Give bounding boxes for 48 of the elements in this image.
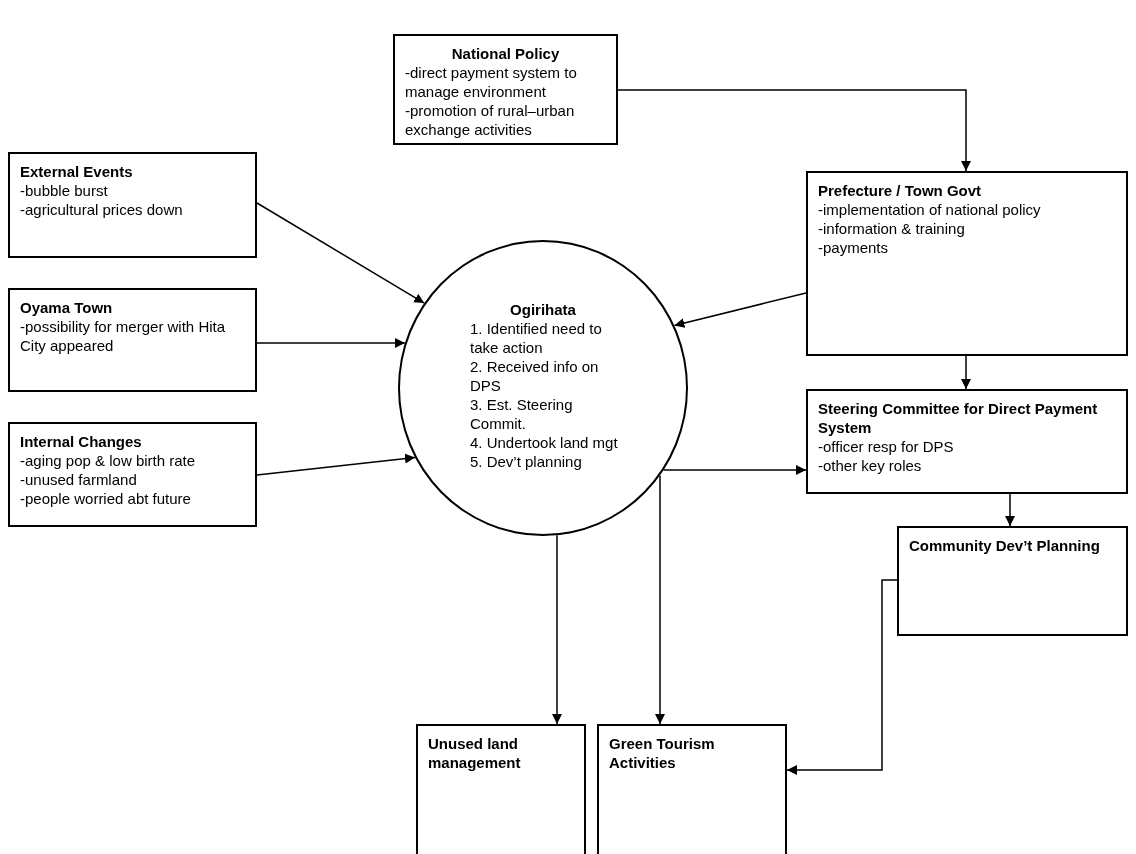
node-text: 3. Est. Steering Commit. — [470, 395, 574, 433]
node-text: -agricultural prices down — [20, 200, 184, 219]
arrow — [786, 579, 898, 775]
arrow — [552, 534, 562, 725]
process-box — [8, 288, 257, 392]
arrow — [617, 89, 971, 172]
node-heading: Green Tourism Activities — [609, 734, 716, 772]
node-heading: Community Dev’t Planning — [909, 536, 1101, 555]
arrow — [655, 474, 665, 725]
node-text: -officer resp for DPS — [818, 437, 955, 456]
node-text: -bubble burst — [20, 181, 109, 200]
arrow — [1005, 493, 1015, 527]
node-text: 1. Identified need to take action — [470, 319, 603, 357]
arrow — [256, 453, 416, 476]
arrow — [256, 338, 406, 348]
arrow — [961, 355, 971, 390]
node-text: -direct payment system to manage environment — [405, 63, 578, 101]
node-heading: Oyama Town — [20, 298, 114, 317]
node-text: -aging pop & low birth rate — [20, 451, 197, 470]
node-text: -possibility for merger with Hita City appeared — [20, 317, 227, 355]
node-text: 4. Undertook land mgt — [470, 433, 619, 452]
node-heading: Steering Committee for Direct Payment System — [818, 399, 1099, 437]
process-box — [8, 422, 257, 527]
node-heading: National Policy — [450, 44, 561, 63]
process-box — [806, 171, 1128, 356]
process-box — [8, 152, 257, 258]
node-text: 2. Received info on DPS — [470, 357, 600, 395]
node-text: 5. Dev’t planning — [470, 452, 583, 471]
node-heading: Internal Changes — [20, 432, 143, 451]
node-text: -implementation of national policy — [818, 200, 1042, 219]
node-text: -unused farmland — [20, 470, 138, 489]
process-box — [416, 724, 586, 854]
node-heading: Unused land management — [428, 734, 522, 772]
arrow — [673, 292, 807, 328]
process-box — [806, 389, 1128, 494]
node-text: -other key roles — [818, 456, 923, 475]
node-text: -people worried abt future — [20, 489, 192, 508]
node-text: -information & training — [818, 219, 966, 238]
node-heading: Ogirihata — [509, 300, 577, 319]
node-heading: Prefecture / Town Govt — [818, 181, 983, 200]
process-box — [393, 34, 618, 145]
node-text: -promotion of rural–urban exchange activities — [405, 101, 576, 139]
node-text: -payments — [818, 238, 890, 257]
process-box — [597, 724, 787, 854]
arrow — [662, 465, 807, 475]
arrow — [256, 202, 425, 304]
process-box — [897, 526, 1128, 636]
node-heading: External Events — [20, 162, 134, 181]
